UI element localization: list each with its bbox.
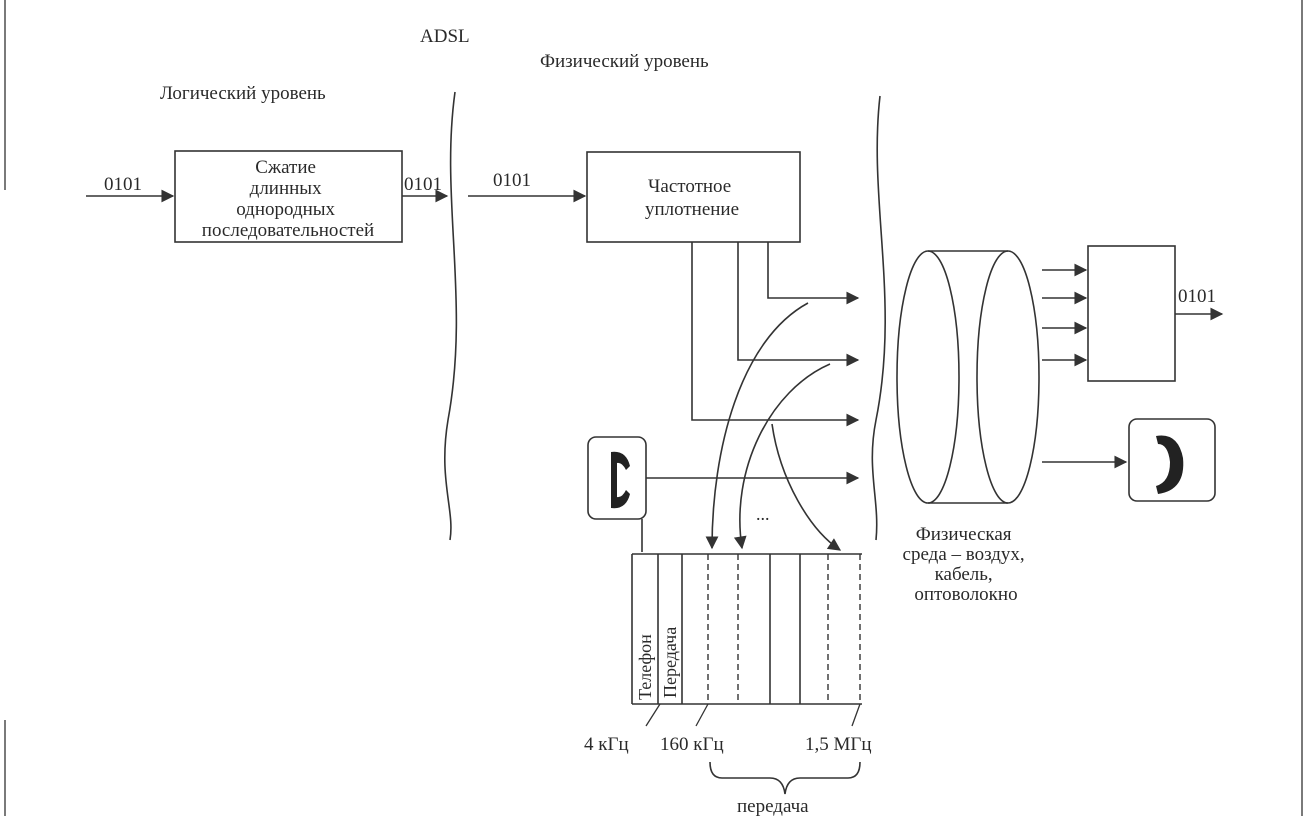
compression-box-text: Сжатие длинных однородных последовательн… [202, 157, 374, 241]
spectrum-transmission-label: Передача [660, 627, 680, 698]
telephone-handset-icon [1156, 435, 1183, 494]
signal-physical-label: 0101 [493, 170, 531, 191]
curve-arrow-3 [772, 424, 840, 550]
channels-ellipsis: ... [756, 504, 770, 524]
spectrum-telephone-label: Телефон [635, 634, 655, 700]
freq-4k-label: 4 кГц [584, 734, 629, 755]
signal-output-label: 0101 [1178, 286, 1216, 307]
adsl-title: ADSL [420, 26, 470, 47]
telephone-handset-icon [611, 452, 630, 508]
signal-input-label: 0101 [104, 174, 142, 195]
brace-label: передача [737, 796, 809, 816]
curve-arrow-2 [740, 364, 830, 548]
transmission-brace [710, 762, 860, 794]
demux-box [1088, 246, 1175, 381]
fdm-box-text: Частотное уплотнение [645, 176, 739, 220]
tick-1-5m [852, 704, 860, 726]
separator-physical-medium [872, 96, 885, 540]
freq-160k-label: 160 кГц [660, 734, 724, 755]
signal-compressed-label: 0101 [404, 174, 442, 195]
logical-level-label: Логический уровень [160, 83, 326, 104]
tick-4k [646, 704, 660, 726]
channel-line-1 [768, 242, 858, 298]
freq-1-5m-label: 1,5 МГц [805, 734, 872, 755]
channel-line-2 [738, 242, 858, 360]
physical-level-label: Физический уровень [540, 51, 709, 72]
separator-logical-physical [445, 92, 457, 540]
fdm-box [587, 152, 800, 242]
channel-line-3 [692, 242, 858, 420]
physical-medium-cylinder [897, 251, 1039, 503]
medium-label: Физическая среда – воздух, кабель, оптов… [903, 524, 1030, 605]
tick-160k [696, 704, 708, 726]
